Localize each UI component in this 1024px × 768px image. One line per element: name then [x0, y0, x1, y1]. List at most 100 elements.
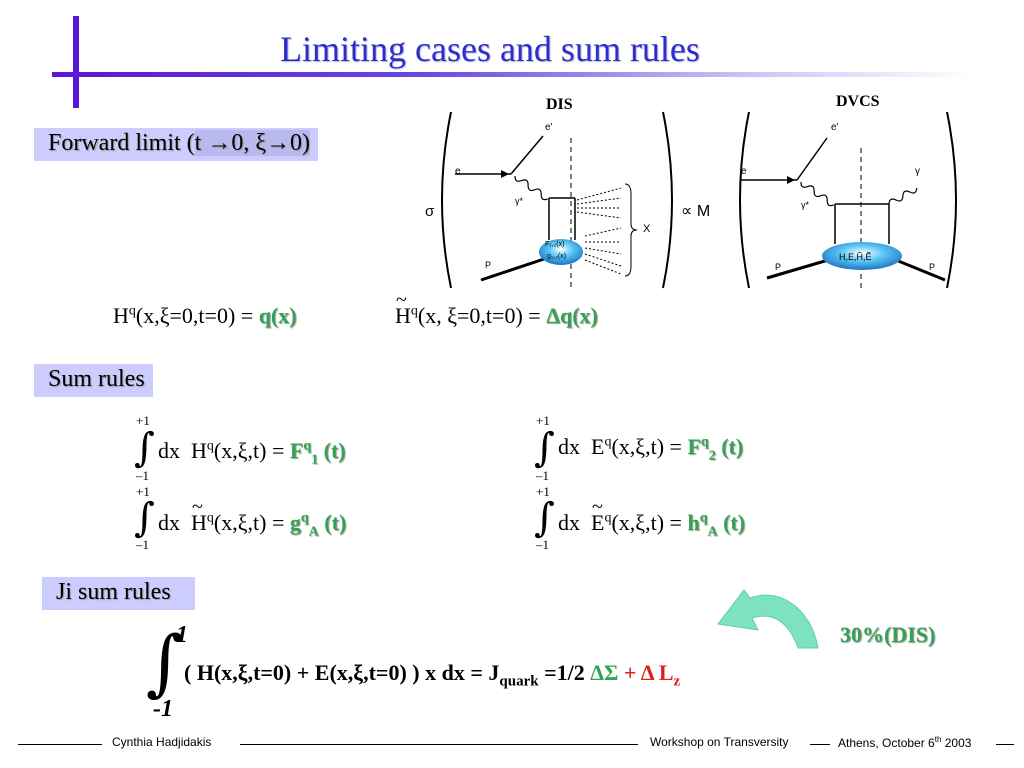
- sum-rule-htilde: dx H~q(x,ξ,t) = gqA (t): [158, 496, 347, 540]
- sr2-integral-sign: ∫: [534, 425, 555, 471]
- ji-formula: ( H(x,ξ,t=0) + E(x,ξ,t=0) ) x dx = Jquar…: [184, 660, 680, 690]
- dvcs-gpd-label: H,E,H̃,Ẽ: [839, 252, 872, 262]
- dis-structure-blob: [539, 239, 583, 265]
- dvcs-e-out-line: [796, 137, 828, 181]
- dis-proton-line: [480, 254, 554, 282]
- dis-label: DIS: [546, 96, 573, 113]
- dis-e-in-label: e: [455, 166, 461, 177]
- dis-photon-line: [514, 175, 548, 201]
- footer-line-mid: [240, 744, 638, 745]
- dvcs-proton-in-label: P: [775, 262, 781, 272]
- dis-e-in-arrow: [501, 170, 509, 178]
- h-forward-lhs: (x,ξ=0,t=0) =: [135, 303, 259, 328]
- ji-formula-lhs: ( H(x,ξ,t=0) + E(x,ξ,t=0) ) x dx =: [184, 660, 489, 685]
- sum-rules-box: Sum rules: [34, 364, 153, 397]
- title-vertical-bar: [73, 16, 79, 108]
- dvcs-proton-in: [766, 256, 836, 280]
- dvcs-label: DVCS: [836, 93, 880, 110]
- htilde-forward-limit-eq: H~q(x, ξ=0,t=0) = Δq(x): [395, 289, 598, 328]
- sum-rule-h: dx Hq(x,ξ,t) = Fq1 (t): [158, 438, 346, 468]
- delta-sigma: ΔΣ: [590, 660, 619, 685]
- footer-author: Cynthia Hadjidakis: [112, 735, 212, 749]
- forward-limit-condition: t →0, ξ→0): [194, 130, 311, 156]
- sr3-lhs: (x,ξ,t) =: [213, 510, 290, 535]
- dvcs-proton-out-label: P: [929, 262, 935, 272]
- title-underline-bar: [52, 72, 972, 77]
- ji-plus: +: [618, 660, 641, 685]
- htilde-forward-lhs: (x, ξ=0,t=0) =: [417, 303, 547, 328]
- dis-final-state-lines: [576, 187, 622, 275]
- footer-place-date: Athens, October 6th 2003: [838, 735, 972, 750]
- sr1-dx: dx: [158, 438, 180, 463]
- sr2-upper-limit: +1: [536, 413, 550, 428]
- sr2-lhs: (x,ξ,t) =: [611, 434, 688, 459]
- dis-f-label: F₁,₂(x): [545, 241, 564, 248]
- htilde-forward-rhs: Δq(x): [546, 303, 598, 328]
- ji-sum-rules-box: Ji sum rules: [42, 577, 195, 610]
- dis-g-label: g₁,₂(x): [547, 253, 566, 260]
- dvcs-gamma-star-label: γ*: [801, 200, 810, 210]
- sr4-lhs: (x,ξ,t) =: [611, 510, 688, 535]
- dvcs-gpd-blob: [822, 242, 902, 270]
- right-paren-2: [946, 111, 957, 289]
- sr1-lhs: (x,ξ,t) =: [213, 438, 290, 463]
- dis-gamma-star-label: γ*: [515, 196, 524, 206]
- left-paren-2: [739, 111, 750, 289]
- sr3-rhs: gqA (t): [289, 510, 347, 540]
- footer-line-right: [996, 744, 1014, 745]
- dvcs-virtual-photon: [800, 181, 834, 207]
- dvcs-e-in-arrow: [787, 176, 795, 184]
- dvcs-e-out-label: e': [831, 122, 839, 133]
- proportional-symbol: ∝ M: [681, 203, 710, 220]
- feynman-diagrams: σ e' e γ* X P F₁,₂(x) g₁,₂(x) ∝ M e' e: [425, 111, 957, 289]
- forward-limit-label: Forward limit (: [48, 130, 195, 156]
- sr2-rhs: Fq2 (t): [687, 434, 744, 464]
- h-forward-rhs: q(x): [258, 303, 297, 328]
- dis-x-label: X: [643, 223, 651, 235]
- sr3-upper-limit: +1: [136, 484, 150, 499]
- h-forward-limit-eq: Hq(x,ξ=0,t=0) = q(x): [113, 303, 297, 328]
- sr3-integral-sign: ∫: [134, 495, 155, 541]
- sr1-integral-sign: ∫: [134, 425, 155, 471]
- footer-line-left: [18, 744, 102, 745]
- left-paren-1: [441, 111, 452, 289]
- forward-limit-box: Forward limit (t →0, ξ→0): [34, 128, 319, 161]
- ji-integral-sign: ∫: [146, 620, 184, 704]
- sr1-rhs: Fq1 (t): [289, 438, 346, 468]
- sr4-lower-limit: –1: [536, 537, 549, 552]
- dis-e-out-line: [510, 135, 544, 175]
- sum-rule-e: dx Eq(x,ξ,t) = Fq2 (t): [558, 434, 744, 464]
- dis-e-out-label: e': [545, 122, 553, 133]
- dvcs-gamma-label: γ: [915, 166, 920, 177]
- delta-lz: Δ Lz: [640, 660, 681, 690]
- dvcs-e-in-label: e: [741, 166, 747, 177]
- sr4-rhs: hqA (t): [687, 510, 746, 540]
- sr4-upper-limit: +1: [536, 484, 550, 499]
- footer-line-sep: [810, 744, 830, 745]
- dis-proton-label: P: [485, 260, 491, 270]
- sum-rules-label: Sum rules: [48, 366, 145, 392]
- sr2-dx: dx: [558, 434, 580, 459]
- ji-upper-limit: 1: [176, 622, 188, 648]
- ji-sum-rules-label: Ji sum rules: [56, 579, 171, 605]
- dis-percentage: 30%(DIS): [840, 622, 936, 647]
- sr2-lower-limit: –1: [536, 468, 549, 483]
- ji-half: =1/2: [538, 660, 591, 685]
- sr1-upper-limit: +1: [136, 413, 150, 428]
- sr4-dx: dx: [558, 510, 580, 535]
- slide-title: Limiting cases and sum rules: [280, 29, 700, 69]
- right-paren-1: [662, 111, 673, 289]
- dis-x-brace: [624, 183, 638, 277]
- sr4-integral-sign: ∫: [534, 495, 555, 541]
- j-quark: Jquark: [488, 660, 539, 690]
- sr3-lower-limit: –1: [136, 537, 149, 552]
- curved-arrow-icon: [717, 589, 819, 649]
- sigma-symbol: σ: [425, 203, 435, 220]
- footer-workshop: Workshop on Transversity: [650, 735, 789, 749]
- dvcs-proton-out: [890, 256, 946, 282]
- dvcs-real-photon: [888, 187, 918, 205]
- ji-lower-limit: -1: [153, 696, 173, 722]
- sr3-dx: dx: [158, 510, 180, 535]
- sum-rule-etilde: dx E~q(x,ξ,t) = hqA (t): [558, 496, 746, 540]
- sr1-lower-limit: –1: [136, 468, 149, 483]
